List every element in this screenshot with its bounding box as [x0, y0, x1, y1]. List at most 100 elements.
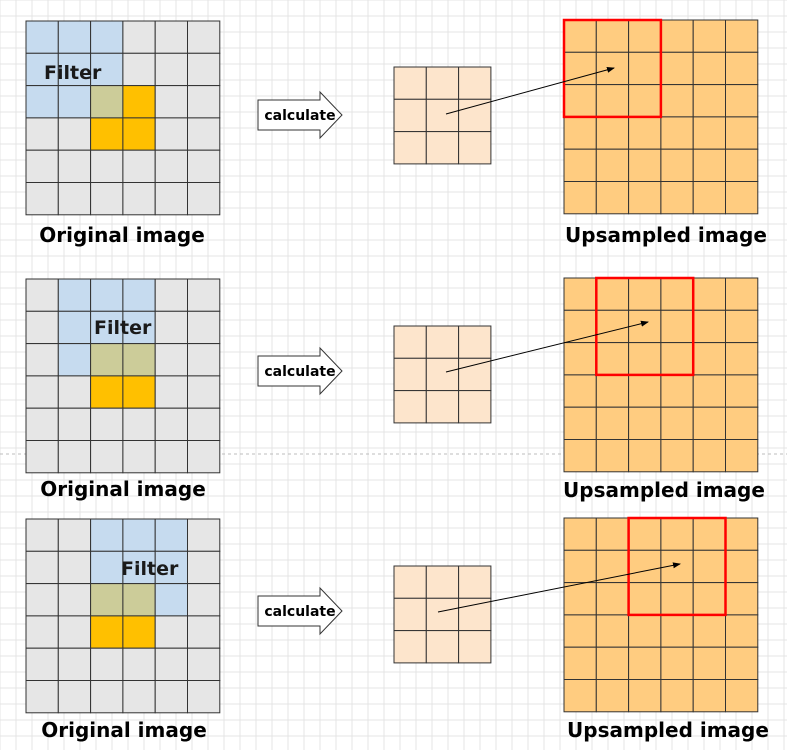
input-cell	[154, 343, 188, 377]
target-cell	[122, 85, 156, 119]
calculate-arrow: calculate	[257, 346, 343, 396]
calculate-arrow: calculate	[257, 90, 343, 140]
input-cell	[122, 20, 156, 54]
input-cell	[57, 375, 92, 409]
upsampled-cell	[692, 277, 727, 311]
upsampled-cell	[692, 549, 727, 584]
mapping-arrow	[437, 562, 681, 613]
input-cell	[90, 680, 124, 714]
input-cell	[187, 343, 221, 377]
intermediate-cell	[458, 565, 492, 599]
upsampled-cell	[725, 374, 759, 408]
original-image-caption: Original image	[40, 477, 206, 501]
input-cell	[187, 518, 221, 552]
calculate-label: calculate	[264, 108, 335, 124]
upsampled-cell	[595, 374, 630, 408]
highlight-box	[595, 276, 695, 377]
upsampled-cell	[595, 181, 630, 215]
upsampled-cell	[660, 181, 694, 215]
input-cell	[154, 310, 188, 345]
input-cell	[25, 343, 59, 377]
upsampled-cell	[628, 614, 662, 648]
input-cell	[187, 310, 221, 345]
input-cell	[25, 615, 59, 649]
filter-cell	[122, 278, 156, 312]
upsampled-cell	[595, 309, 630, 344]
upsampled-image-caption: Upsampled image	[565, 223, 767, 247]
input-cell	[154, 440, 188, 474]
upsampled-cell	[563, 439, 597, 473]
overlap-cell	[90, 583, 124, 617]
upsampled-cell	[725, 148, 759, 182]
input-cell	[25, 440, 59, 474]
filter-cell	[122, 310, 156, 345]
upsampled-cell	[563, 116, 597, 150]
upsampled-cell	[563, 51, 597, 86]
upsampled-cell	[692, 517, 727, 551]
upsampled-cell	[595, 679, 630, 713]
input-cell	[187, 85, 221, 119]
input-cell	[57, 680, 92, 714]
input-cell	[25, 518, 59, 552]
input-cell	[57, 550, 92, 585]
input-cell	[187, 407, 221, 442]
upsampled-cell	[660, 309, 694, 344]
upsampled-cell	[692, 181, 727, 215]
upsampled-cell	[595, 342, 630, 376]
input-cell	[187, 20, 221, 54]
upsampled-cell	[692, 582, 727, 616]
intermediate-cell	[458, 630, 492, 664]
upsampled-cell	[725, 517, 759, 551]
upsampled-cell	[725, 181, 759, 215]
intermediate-cell	[458, 325, 492, 359]
upsampled-image-caption: Upsampled image	[563, 478, 765, 502]
upsampled-cell	[628, 342, 662, 376]
intermediate-cell	[393, 565, 427, 599]
upsampled-cell	[660, 277, 694, 311]
filter-label: Filter	[121, 558, 179, 580]
target-cell	[122, 117, 156, 151]
upsampled-cell	[628, 679, 662, 713]
upsampled-cell	[660, 614, 694, 648]
upsampled-cell	[563, 614, 597, 648]
upsampled-cell	[595, 84, 630, 118]
upsampled-cell	[692, 614, 727, 648]
input-cell	[187, 647, 221, 682]
upsampled-cell	[692, 679, 727, 713]
upsampled-cell	[692, 406, 727, 441]
filter-cell	[122, 518, 156, 552]
filter-cell	[25, 52, 59, 87]
upsampled-cell	[660, 84, 694, 118]
upsampled-cell	[725, 549, 759, 584]
input-cell	[154, 20, 188, 54]
filter-cell	[90, 278, 124, 312]
input-cell	[187, 440, 221, 474]
upsampled-cell	[628, 51, 662, 86]
upsampled-cell	[563, 549, 597, 584]
input-cell	[25, 647, 59, 682]
target-cell	[122, 615, 156, 649]
input-cell	[57, 407, 92, 442]
upsampled-cell	[725, 19, 759, 53]
upsampled-cell	[660, 517, 694, 551]
upsampled-cell	[725, 342, 759, 376]
upsampled-cell	[563, 277, 597, 311]
input-cell	[187, 117, 221, 151]
upsampled-cell	[563, 19, 597, 53]
target-cell	[90, 615, 124, 649]
intermediate-cell	[458, 390, 492, 424]
upsampled-cell	[628, 148, 662, 182]
filter-cell	[154, 583, 188, 617]
upsampled-cell	[692, 51, 727, 86]
upsampled-cell	[628, 549, 662, 584]
calculate-label: calculate	[264, 604, 335, 620]
input-cell	[25, 278, 59, 312]
upsampled-cell	[660, 19, 694, 53]
upsampled-cell	[628, 84, 662, 118]
intermediate-grid	[393, 66, 492, 165]
input-cell	[57, 182, 92, 216]
input-cell	[154, 117, 188, 151]
filter-cell	[154, 518, 188, 552]
